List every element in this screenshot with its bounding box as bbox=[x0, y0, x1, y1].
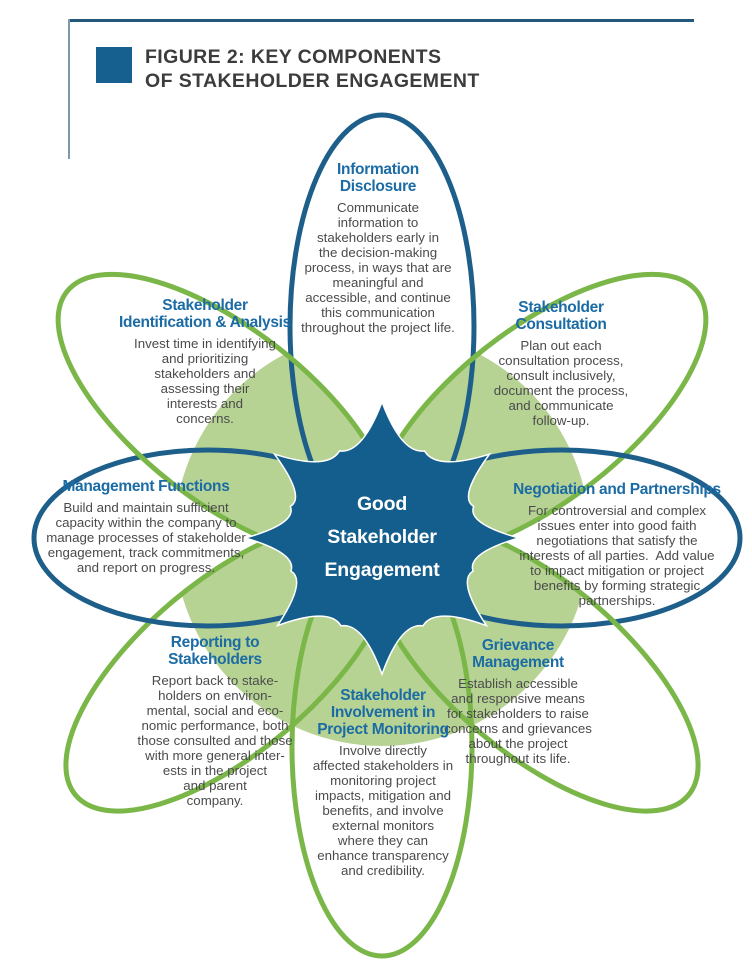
petal-card-reporting-to-stakeholders: Reporting to Stakeholders Report back to… bbox=[124, 634, 306, 808]
petal-heading: Management Functions bbox=[62, 478, 230, 495]
petal-card-information-disclosure: Information Disclosure Communicate infor… bbox=[278, 161, 478, 335]
petal-heading: Grievance Management bbox=[472, 637, 564, 671]
petal-heading: Stakeholder Consultation bbox=[515, 299, 607, 333]
center-star-label: Good Stakeholder Engagement bbox=[324, 493, 440, 581]
center-star-shape bbox=[242, 399, 522, 677]
petal-card-grievance-management: Grievance Management Establish accessibl… bbox=[426, 637, 610, 766]
petal-heading: Reporting to Stakeholders bbox=[168, 634, 262, 668]
figure-header: FIGURE 2: KEY COMPONENTS OF STAKEHOLDER … bbox=[96, 45, 480, 93]
petal-body: Invest time in identifying and prioritiz… bbox=[134, 336, 276, 426]
petal-heading: Stakeholder Involvement in Project Monit… bbox=[317, 687, 449, 738]
petal-card-project-monitoring: Stakeholder Involvement in Project Monit… bbox=[284, 687, 482, 878]
petal-body: Involve directly affected stakeholders i… bbox=[312, 743, 454, 878]
figure-marker-square-icon bbox=[96, 47, 132, 83]
petal-card-management-functions: Management Functions Build and maintain … bbox=[28, 478, 264, 575]
petal-body: Plan out each consultation process, cons… bbox=[493, 338, 629, 428]
figure-title: FIGURE 2: KEY COMPONENTS OF STAKEHOLDER … bbox=[145, 46, 480, 92]
petal-body: Communicate information to stakeholders … bbox=[301, 200, 455, 335]
petal-card-negotiation-and-partnerships: Negotiation and Partnerships For controv… bbox=[503, 481, 731, 608]
petal-card-stakeholder-identification-analysis: Stakeholder Identification & Analysis In… bbox=[110, 297, 300, 426]
petal-heading: Negotiation and Partnerships bbox=[513, 481, 721, 498]
petal-body: Report back to stake- holders on environ… bbox=[137, 673, 293, 808]
petal-heading: Information Disclosure bbox=[337, 161, 419, 195]
top-border-rule bbox=[68, 19, 694, 22]
petal-heading: Stakeholder Identification & Analysis bbox=[119, 297, 291, 331]
petal-body: For controversial and complex issues ent… bbox=[519, 503, 715, 608]
left-border-rule bbox=[68, 19, 70, 159]
petal-body: Build and maintain sufficient capacity w… bbox=[46, 500, 246, 575]
petal-card-stakeholder-consultation: Stakeholder Consultation Plan out each c… bbox=[466, 299, 656, 428]
petal-body: Establish accessible and responsive mean… bbox=[444, 676, 592, 766]
